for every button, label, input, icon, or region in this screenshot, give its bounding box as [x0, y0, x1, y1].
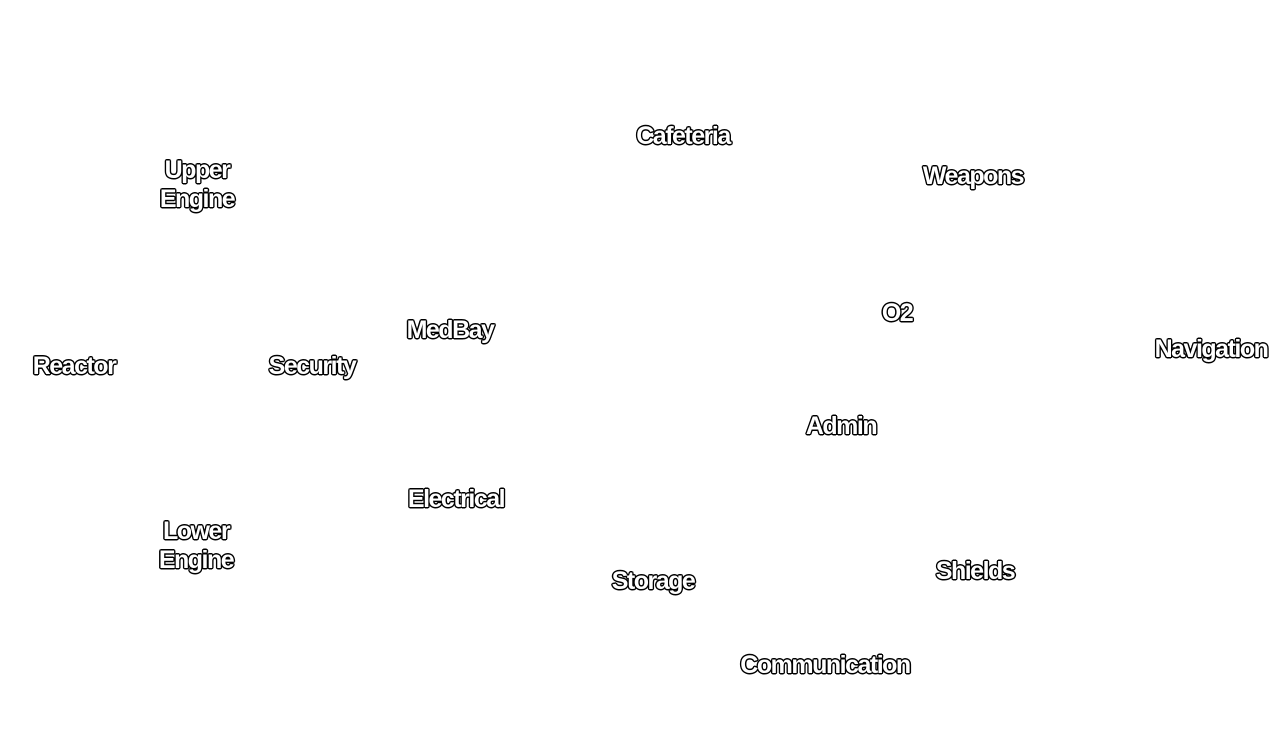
room-label-text: Storage	[611, 567, 696, 595]
room-storage[interactable]: Storage	[611, 567, 696, 596]
room-label-text: Communication	[740, 651, 911, 679]
room-reactor[interactable]: Reactor	[32, 352, 117, 381]
room-label-text: Cafeteria	[636, 122, 731, 150]
room-label-text: MedBay	[406, 316, 495, 344]
room-weapons[interactable]: Weapons	[922, 162, 1025, 191]
room-label-text: Reactor	[32, 352, 117, 380]
room-label-line: Engine	[158, 546, 235, 574]
room-label-text: Security	[268, 352, 357, 380]
room-electrical[interactable]: Electrical	[407, 485, 506, 514]
room-shields[interactable]: Shields	[935, 557, 1016, 586]
room-label-line: Upper	[164, 156, 231, 184]
room-label-text: Electrical	[407, 485, 506, 513]
room-security[interactable]: Security	[268, 352, 357, 381]
room-medbay[interactable]: MedBay	[406, 316, 495, 345]
room-cafeteria[interactable]: Cafeteria	[636, 122, 731, 151]
room-label-text: O2	[881, 299, 914, 327]
room-label-line: Lower	[162, 517, 231, 545]
room-label-text: Shields	[935, 557, 1016, 585]
room-upper-engine[interactable]: Upper Engine	[159, 156, 236, 214]
room-lower-engine[interactable]: Lower Engine	[158, 517, 235, 575]
room-label-text: Weapons	[922, 162, 1025, 190]
room-label-line: Engine	[159, 185, 236, 213]
room-admin[interactable]: Admin	[805, 412, 878, 441]
room-communication[interactable]: Communication	[740, 651, 911, 680]
room-label-text: Navigation	[1154, 335, 1269, 363]
room-o2[interactable]: O2	[881, 299, 914, 328]
room-navigation[interactable]: Navigation	[1154, 335, 1269, 364]
room-label-text: Admin	[805, 412, 878, 440]
